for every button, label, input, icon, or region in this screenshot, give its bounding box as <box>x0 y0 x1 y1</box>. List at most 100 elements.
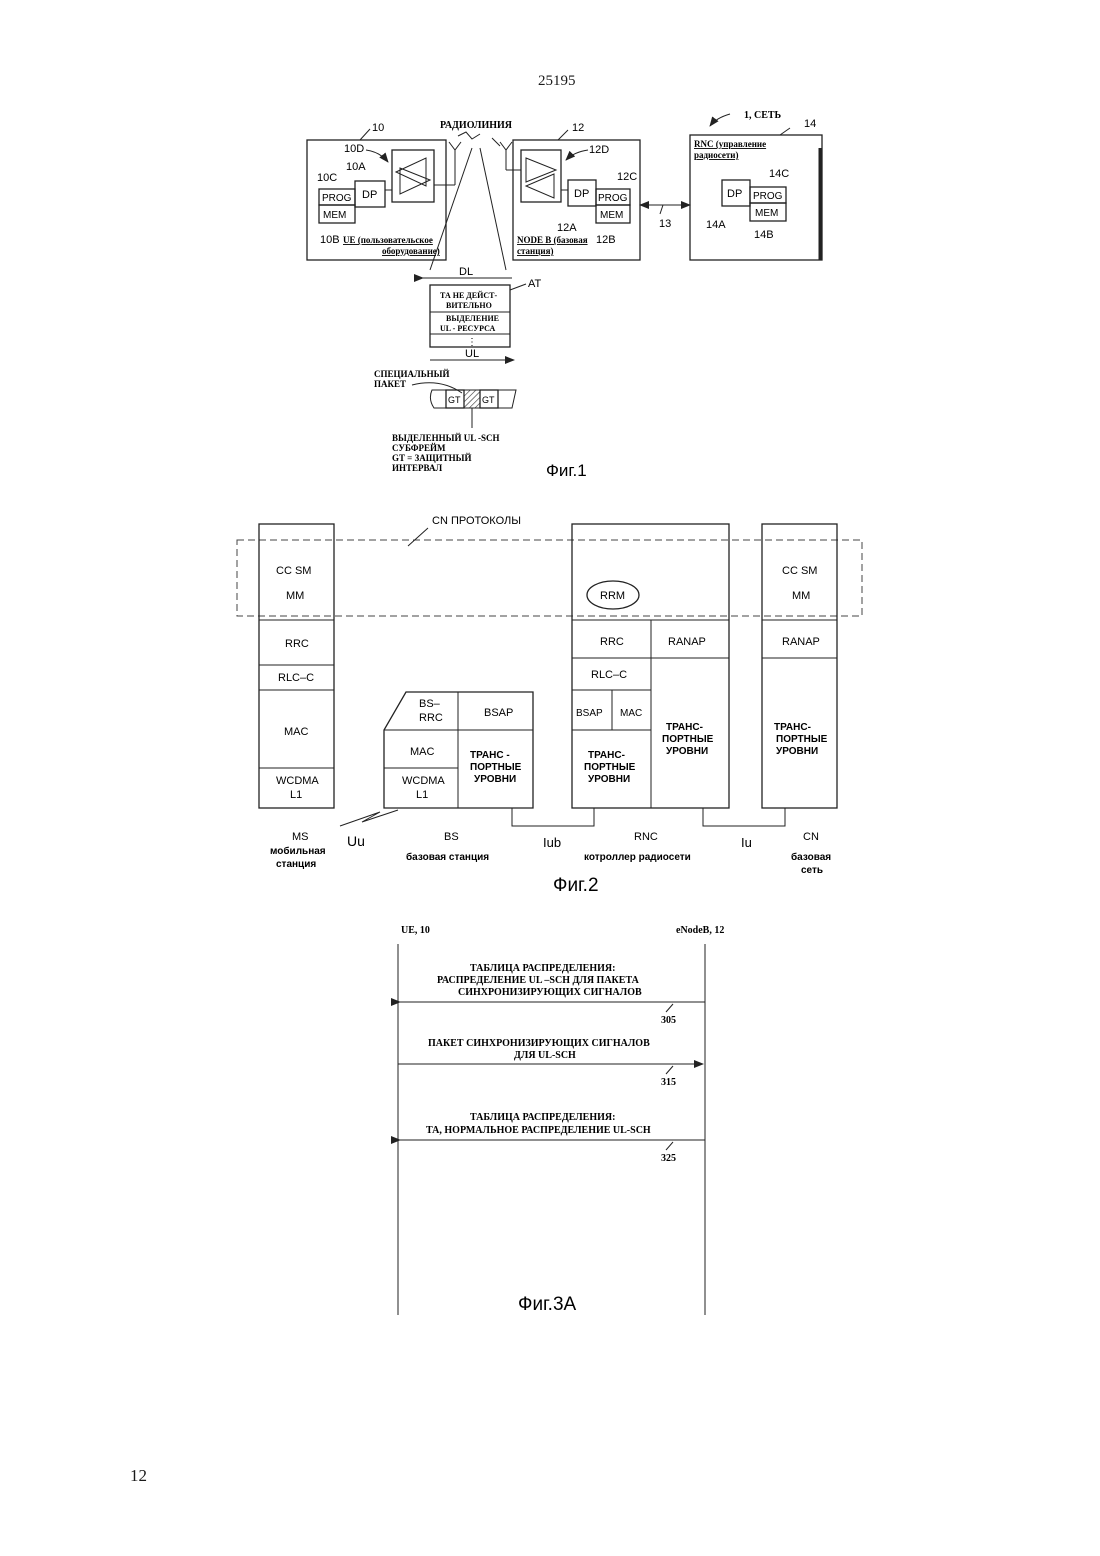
ms-desc-a: мобильная <box>270 845 326 857</box>
rnc-dp-label: DP <box>727 188 742 200</box>
cn-tr-b: ПОРТНЫЕ <box>776 734 828 745</box>
bs-stack: BS– RRC BSAP MAC WCDMA L1 ТРАНС - ПОРТНЫ… <box>384 692 533 863</box>
msg1-ref: 305 <box>661 1015 676 1026</box>
iu-link <box>703 808 785 826</box>
cn-stack: CC SM MM RANAP ТРАНС- ПОРТНЫЕ УРОВНИ CN … <box>762 524 837 876</box>
rnc-prog-ref: 14C <box>769 168 789 180</box>
rnc-dp-ref: 14A <box>706 219 726 231</box>
msg2-ref: 315 <box>661 1077 676 1088</box>
msg3-ref: 325 <box>661 1153 676 1164</box>
ue-dp-label: DP <box>362 189 377 201</box>
ue-label-2: оборудование) <box>382 246 440 256</box>
ta-row1-a: ТА НЕ ДЕЙСТ- <box>440 291 497 300</box>
figure-1: 10 10D 10A 10C DP PROG MEM 10B UE (польз… <box>307 110 822 480</box>
uu-label: Uu <box>347 833 365 849</box>
at-label: AT <box>528 278 542 290</box>
nodeb-antenna-ref: 12D <box>589 144 609 156</box>
msg2-line-b: ДЛЯ UL-SCH <box>514 1050 576 1061</box>
msg1-line-a: ТАБЛИЦА РАСПРЕДЕЛЕНИЯ: <box>470 963 615 974</box>
ms-name: MS <box>292 831 309 843</box>
ue-label-1: UE (пользовательское <box>343 235 433 245</box>
rnc-bsap: BSAP <box>576 708 603 719</box>
cn-tr-a: ТРАНС- <box>774 722 811 733</box>
bs-bsap: BSAP <box>484 707 513 719</box>
ue-ref: 10 <box>372 122 384 134</box>
rnc-label-1: RNC (управление <box>694 139 766 149</box>
rnc-stack: RRM RRC RANAP RLC–C BSAP MAC ТРАНС- ПОРТ… <box>572 524 729 863</box>
ta-row1-b: ВИТЕЛЬНО <box>446 301 492 310</box>
ms-rlc: RLC–C <box>278 672 314 684</box>
nodeb-antenna-icon <box>500 142 512 150</box>
cn-desc-b: сеть <box>801 865 823 876</box>
radio-link-label: РАДИОЛИНИЯ <box>440 120 513 131</box>
nodeb-label-2: станция) <box>517 246 553 256</box>
bs-l1-a: WCDMA <box>402 775 445 787</box>
rnc-tr1-b: ПОРТНЫЕ <box>584 762 636 773</box>
bs-tr-b: ПОРТНЫЕ <box>470 762 522 773</box>
ue-antenna-ref: 10D <box>344 143 364 155</box>
ta-row2-b: UL - РЕСУРСА <box>440 324 495 333</box>
cn-protocols-region <box>237 540 862 616</box>
figure-2: CN ПРОТОКОЛЫ CC SM MM RRC RLC–C MAC WCDM… <box>237 515 862 896</box>
rnc-rrc: RRC <box>600 636 624 648</box>
network-label: 1, СЕТЬ <box>744 110 782 121</box>
special-packet-a: СПЕЦИАЛЬНЫЙ <box>374 369 450 379</box>
nodeb-dp-label: DP <box>574 188 589 200</box>
fig3a-caption: Фиг.3А <box>518 1294 577 1315</box>
rnc-mem-label: MEM <box>755 208 778 219</box>
nodeb-prog-label: PROG <box>598 193 628 204</box>
rnc-tr2-c: УРОВНИ <box>666 746 708 757</box>
rnc-ranap: RANAP <box>668 636 706 648</box>
gt-right-label: GT <box>482 395 495 405</box>
ms-mm: MM <box>286 590 304 602</box>
cn-tr-c: УРОВНИ <box>776 746 818 757</box>
rnc-tr1-a: ТРАНС- <box>588 750 625 761</box>
rnc-ref: 14 <box>804 118 816 130</box>
gt-left-label: GT <box>448 395 461 405</box>
rnc-mem-ref: 14B <box>754 229 774 241</box>
nodeb-label-1: NODE B (базовая <box>517 235 588 245</box>
ue-prog-ref: 10C <box>317 172 337 184</box>
nodeb-block: 12 12D DP 12C PROG MEM 12A 12B NODE B (б… <box>500 122 640 260</box>
msg3-line-a: ТАБЛИЦА РАСПРЕДЕЛЕНИЯ: <box>470 1112 615 1123</box>
bs-l1-b: L1 <box>416 789 428 801</box>
link-ref: 13 <box>659 218 671 230</box>
nodeb-ref: 12 <box>572 122 584 134</box>
cn-ranap: RANAP <box>782 636 820 648</box>
rnc-tr2-a: ТРАНС- <box>666 722 703 733</box>
bs-tr-a: ТРАНС - <box>470 750 510 761</box>
ms-desc-b: станция <box>276 859 316 870</box>
cn-protocols-label: CN ПРОТОКОЛЫ <box>432 515 521 527</box>
cn-mm: MM <box>792 590 810 602</box>
ue-dp-ref: 10A <box>346 161 366 173</box>
nodeb-prog-ref: 12C <box>617 171 637 183</box>
cn-desc-a: базовая <box>791 851 831 863</box>
ue-block: 10 10D 10A 10C DP PROG MEM 10B UE (польз… <box>307 122 461 260</box>
nodeb-mem-label: MEM <box>600 210 623 221</box>
subframe-note-2: СУБФРЕЙМ <box>392 443 446 453</box>
ta-ellipsis: ⋮ <box>467 337 477 348</box>
rnc-rrm: RRM <box>600 590 625 602</box>
iub-label: Iub <box>543 835 561 850</box>
ms-stack: CC SM MM RRC RLC–C MAC WCDMA L1 MS мобил… <box>259 524 334 870</box>
rnc-tr1-c: УРОВНИ <box>588 774 630 785</box>
bs-bsrrc-b: RRC <box>419 712 443 724</box>
ms-cc-sm: CC SM <box>276 565 311 577</box>
bs-name: BS <box>444 831 459 843</box>
nodeb-tx-amplifier-icon <box>526 174 554 198</box>
seq-enb-label: eNodeB, 12 <box>676 925 724 936</box>
msg2-line-a: ПАКЕТ СИНХРОНИЗИРУЮЩИХ СИГНАЛОВ <box>428 1038 650 1049</box>
ue-prog-label: PROG <box>322 193 352 204</box>
ta-row2-a: ВЫДЕЛЕНИЕ <box>446 314 499 323</box>
ue-antenna-icon <box>449 142 461 150</box>
air-interface-icon <box>340 810 398 826</box>
fig1-caption: Фиг.1 <box>546 461 587 480</box>
nodeb-mem-ref: 12B <box>596 234 616 246</box>
msg3-line-b: ТА, НОРМАЛЬНОЕ РАСПРЕДЕЛЕНИЕ UL-SCH <box>426 1125 651 1136</box>
subframe-note-1: ВЫДЕЛЕННЫЙ UL -SCH <box>392 433 499 443</box>
ms-l1-a: WCDMA <box>276 775 319 787</box>
ue-mem-ref: 10B <box>320 234 340 246</box>
bs-bsrrc-a: BS– <box>419 698 441 710</box>
special-packet-b: ПАКЕТ <box>374 379 406 389</box>
